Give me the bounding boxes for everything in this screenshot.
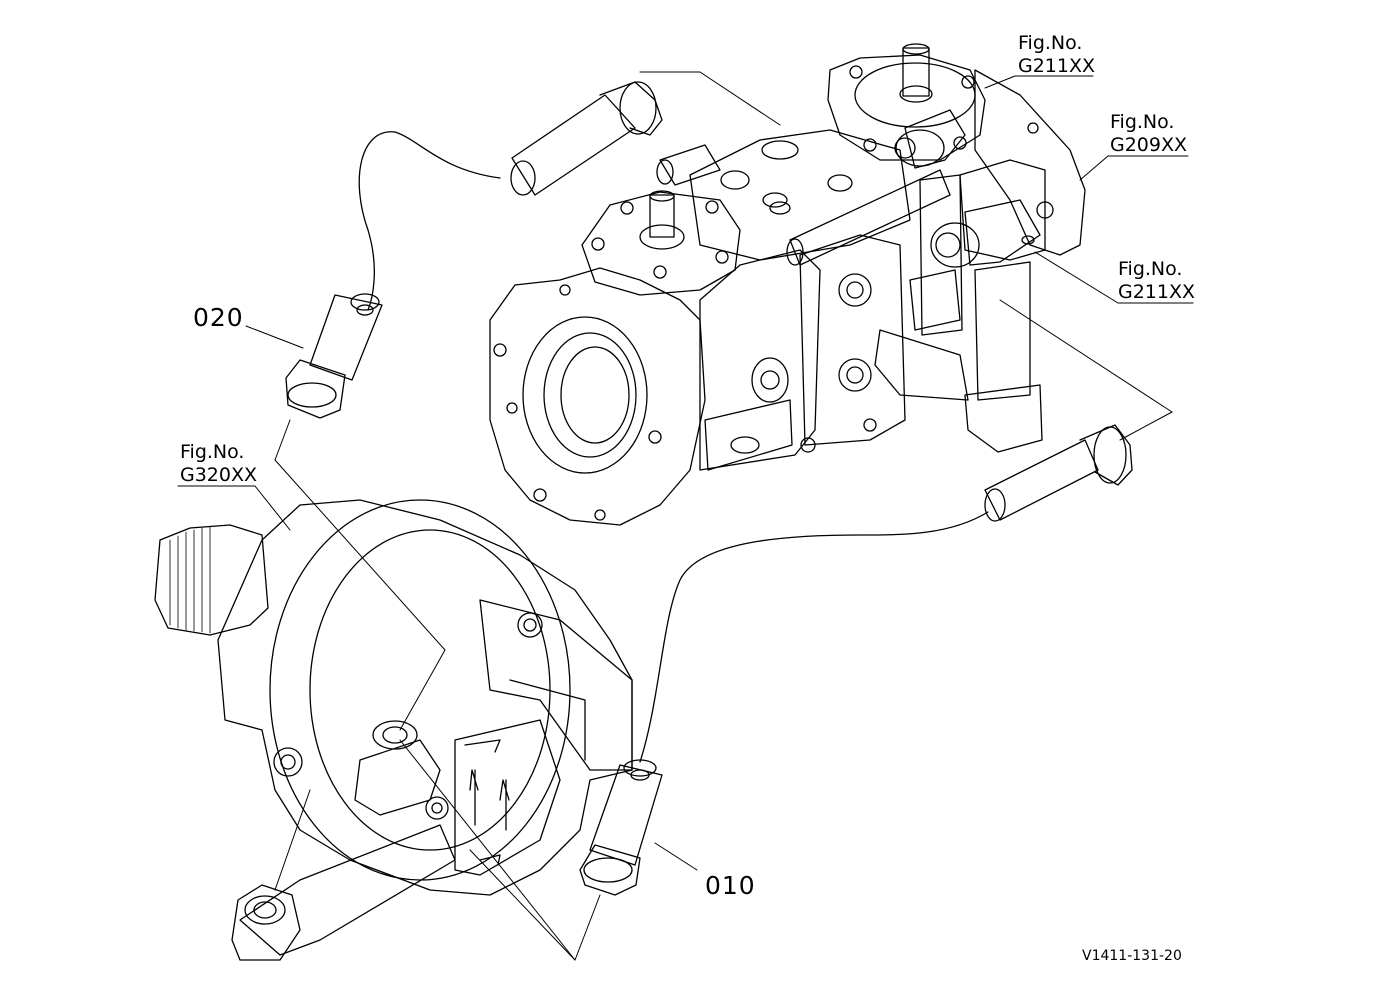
- hose-assembly-010: [579, 424, 1133, 896]
- fig-ref-g211-mid-code: G211XX: [1118, 281, 1196, 303]
- fig-ref-g209-label: Fig.No.: [1110, 111, 1175, 133]
- hydraulic-pump-assembly: [489, 43, 1086, 526]
- part-number-010: 010: [705, 871, 756, 900]
- fig-ref-g209-code: G209XX: [1110, 134, 1188, 156]
- leader-lines: [177, 71, 1194, 961]
- hose-assembly-020: [285, 81, 663, 419]
- drawing-id: V1411-131-20: [1082, 948, 1182, 964]
- fig-ref-g320-code: G320XX: [180, 464, 258, 486]
- part-number-020: 020: [193, 303, 244, 332]
- hydraulic-motor-assembly: [154, 499, 633, 961]
- fig-ref-g211-top-label: Fig.No.: [1018, 32, 1083, 54]
- fig-ref-g211-mid-label: Fig.No.: [1118, 258, 1183, 280]
- fig-ref-g211-top-code: G211XX: [1018, 55, 1096, 77]
- fig-ref-g320-label: Fig.No.: [180, 441, 245, 463]
